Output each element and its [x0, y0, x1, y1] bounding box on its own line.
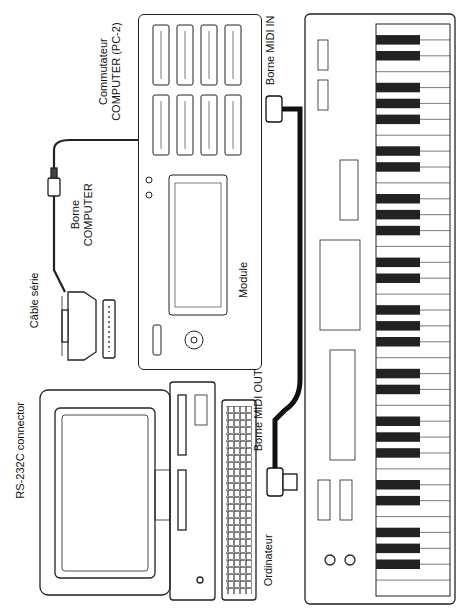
white-key — [376, 246, 450, 247]
black-key — [376, 51, 420, 61]
white-key — [376, 135, 450, 136]
device-label: Ordinateur — [262, 533, 275, 586]
serial-cable — [48, 140, 138, 360]
black-key — [376, 210, 420, 220]
black-key — [376, 544, 420, 554]
black-key — [376, 305, 420, 315]
white-key — [376, 71, 450, 72]
midi-keyboard — [305, 14, 455, 604]
module-panel — [139, 15, 263, 371]
white-key — [376, 468, 450, 469]
black-key — [376, 480, 420, 490]
black-key — [376, 194, 420, 204]
black-key — [376, 337, 420, 347]
black-key — [376, 385, 420, 395]
black-key — [376, 83, 420, 93]
module-box: Module — [138, 14, 262, 370]
black-key — [376, 417, 420, 427]
black-key — [376, 274, 420, 284]
black-key — [376, 162, 420, 172]
white-key — [376, 405, 450, 406]
module-label: Module — [237, 262, 249, 298]
connector-label: RS-232C connector — [14, 401, 27, 499]
white-key — [376, 294, 450, 295]
black-key — [376, 115, 420, 125]
white-key — [376, 580, 450, 581]
black-key — [376, 560, 420, 570]
white-key — [376, 516, 450, 517]
black-key — [376, 528, 420, 538]
white-key — [376, 357, 450, 358]
midi-cable — [266, 96, 300, 496]
black-key — [376, 432, 420, 442]
black-key — [376, 35, 420, 45]
black-key — [376, 369, 420, 379]
black-key — [376, 99, 420, 109]
black-key — [376, 258, 420, 268]
port-label: Borne MIDI OUT — [252, 368, 265, 451]
black-key — [376, 226, 420, 236]
port-label: Borne MIDI IN — [263, 15, 276, 85]
switch-label: Commutateur COMPUTER (PC-2) — [97, 7, 122, 137]
black-key — [376, 496, 420, 506]
black-key — [376, 448, 420, 458]
black-key — [376, 146, 420, 156]
cable-label: Câble série — [28, 271, 41, 328]
port-label: Borne COMPUTER — [69, 180, 94, 250]
white-key — [376, 182, 450, 183]
black-key — [376, 321, 420, 331]
